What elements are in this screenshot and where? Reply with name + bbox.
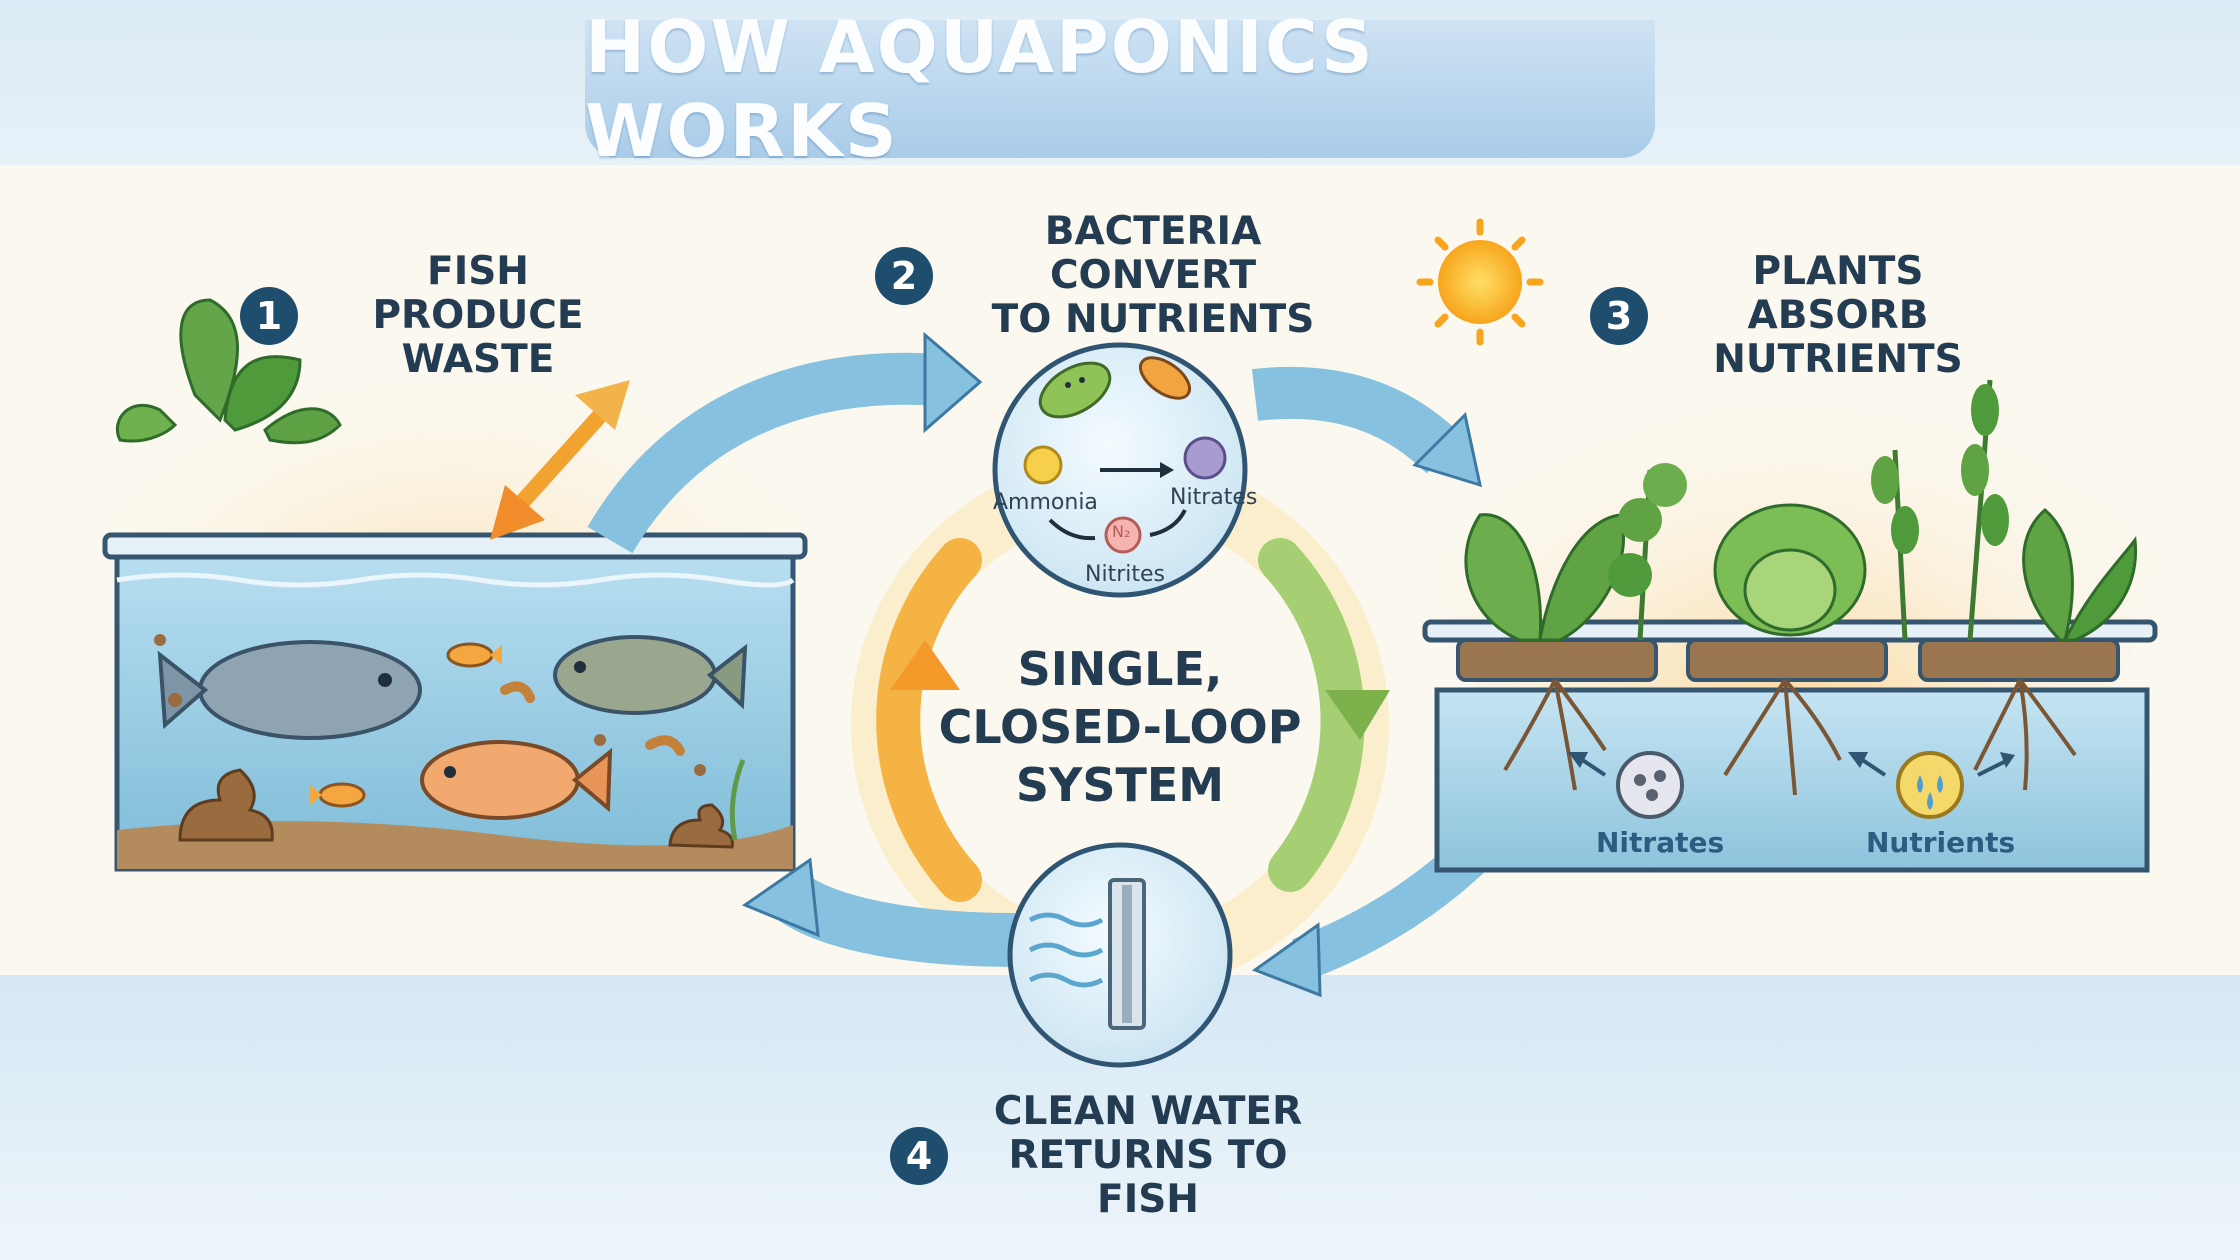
plant-icon <box>2022 508 2138 642</box>
step-1-label: 1 FISH PRODUCE WASTE <box>240 250 640 382</box>
step-2-text: BACTERIA CONVERT TO NUTRIENTS <box>991 209 1315 342</box>
step-1-badge: 1 <box>240 287 298 345</box>
fish-icon <box>157 640 422 740</box>
step-3-label: 3 PLANTS ABSORB NUTRIENTS <box>1590 250 2010 382</box>
filter-circle <box>1007 842 1233 1068</box>
step-3-text: PLANTS ABSORB NUTRIENTS <box>1713 249 1963 382</box>
step-2-label: 2 BACTERIA CONVERT TO NUTRIENTS <box>875 210 1355 342</box>
sun-icon <box>1416 218 1544 346</box>
step-4-badge: 4 <box>890 1127 948 1185</box>
step-4-label: 4 CLEAN WATER RETURNS TO FISH <box>890 1090 1330 1222</box>
grow-bed <box>1422 379 2158 873</box>
waste-icon <box>668 803 734 849</box>
exchange-arrow-icon <box>490 380 630 540</box>
filter-icon <box>1108 878 1146 1030</box>
step-3-badge: 3 <box>1590 287 1648 345</box>
bacteria-icon <box>1038 361 1112 419</box>
ammonia-label: Ammonia <box>993 490 1098 515</box>
fish-icon <box>553 635 748 715</box>
ammonia-dot <box>1023 445 1063 485</box>
fish-icon <box>446 642 502 668</box>
step-1-text: FISH PRODUCE WASTE <box>372 249 584 382</box>
fish-icon <box>310 782 366 808</box>
step-2-badge: 2 <box>875 247 933 305</box>
nitrates-molecule-icon <box>1616 751 1684 819</box>
plant-icon <box>1713 503 1867 637</box>
bacteria-icon <box>1139 356 1191 400</box>
bed-nitrates-label: Nitrates <box>1596 826 1725 859</box>
step-4-text: CLEAN WATER RETURNS TO FISH <box>993 1089 1303 1222</box>
nutrients-drop-icon <box>1896 751 1964 819</box>
fish-icon <box>420 740 613 820</box>
page-title: HOW AQUAPONICS WORKS <box>585 5 1655 173</box>
bacteria-circle <box>992 342 1248 598</box>
bed-nutrients-label: Nutrients <box>1866 826 2016 859</box>
nitrites-label: Nitrites <box>1085 562 1165 587</box>
plant-icon <box>1871 379 2009 641</box>
nitrates-label: Nitrates <box>1170 485 1258 510</box>
waste-icon <box>178 768 274 842</box>
n2-dot <box>1104 516 1142 554</box>
loop-arrow-down-icon <box>1325 690 1390 740</box>
loop-arrow-up-icon <box>890 640 960 690</box>
closed-loop-caption: SINGLE, CLOSED-LOOP SYSTEM <box>938 642 1302 812</box>
plant-icon <box>1608 463 1687 641</box>
n2-label: N₂ <box>1112 522 1131 541</box>
nitrates-dot <box>1183 436 1227 480</box>
